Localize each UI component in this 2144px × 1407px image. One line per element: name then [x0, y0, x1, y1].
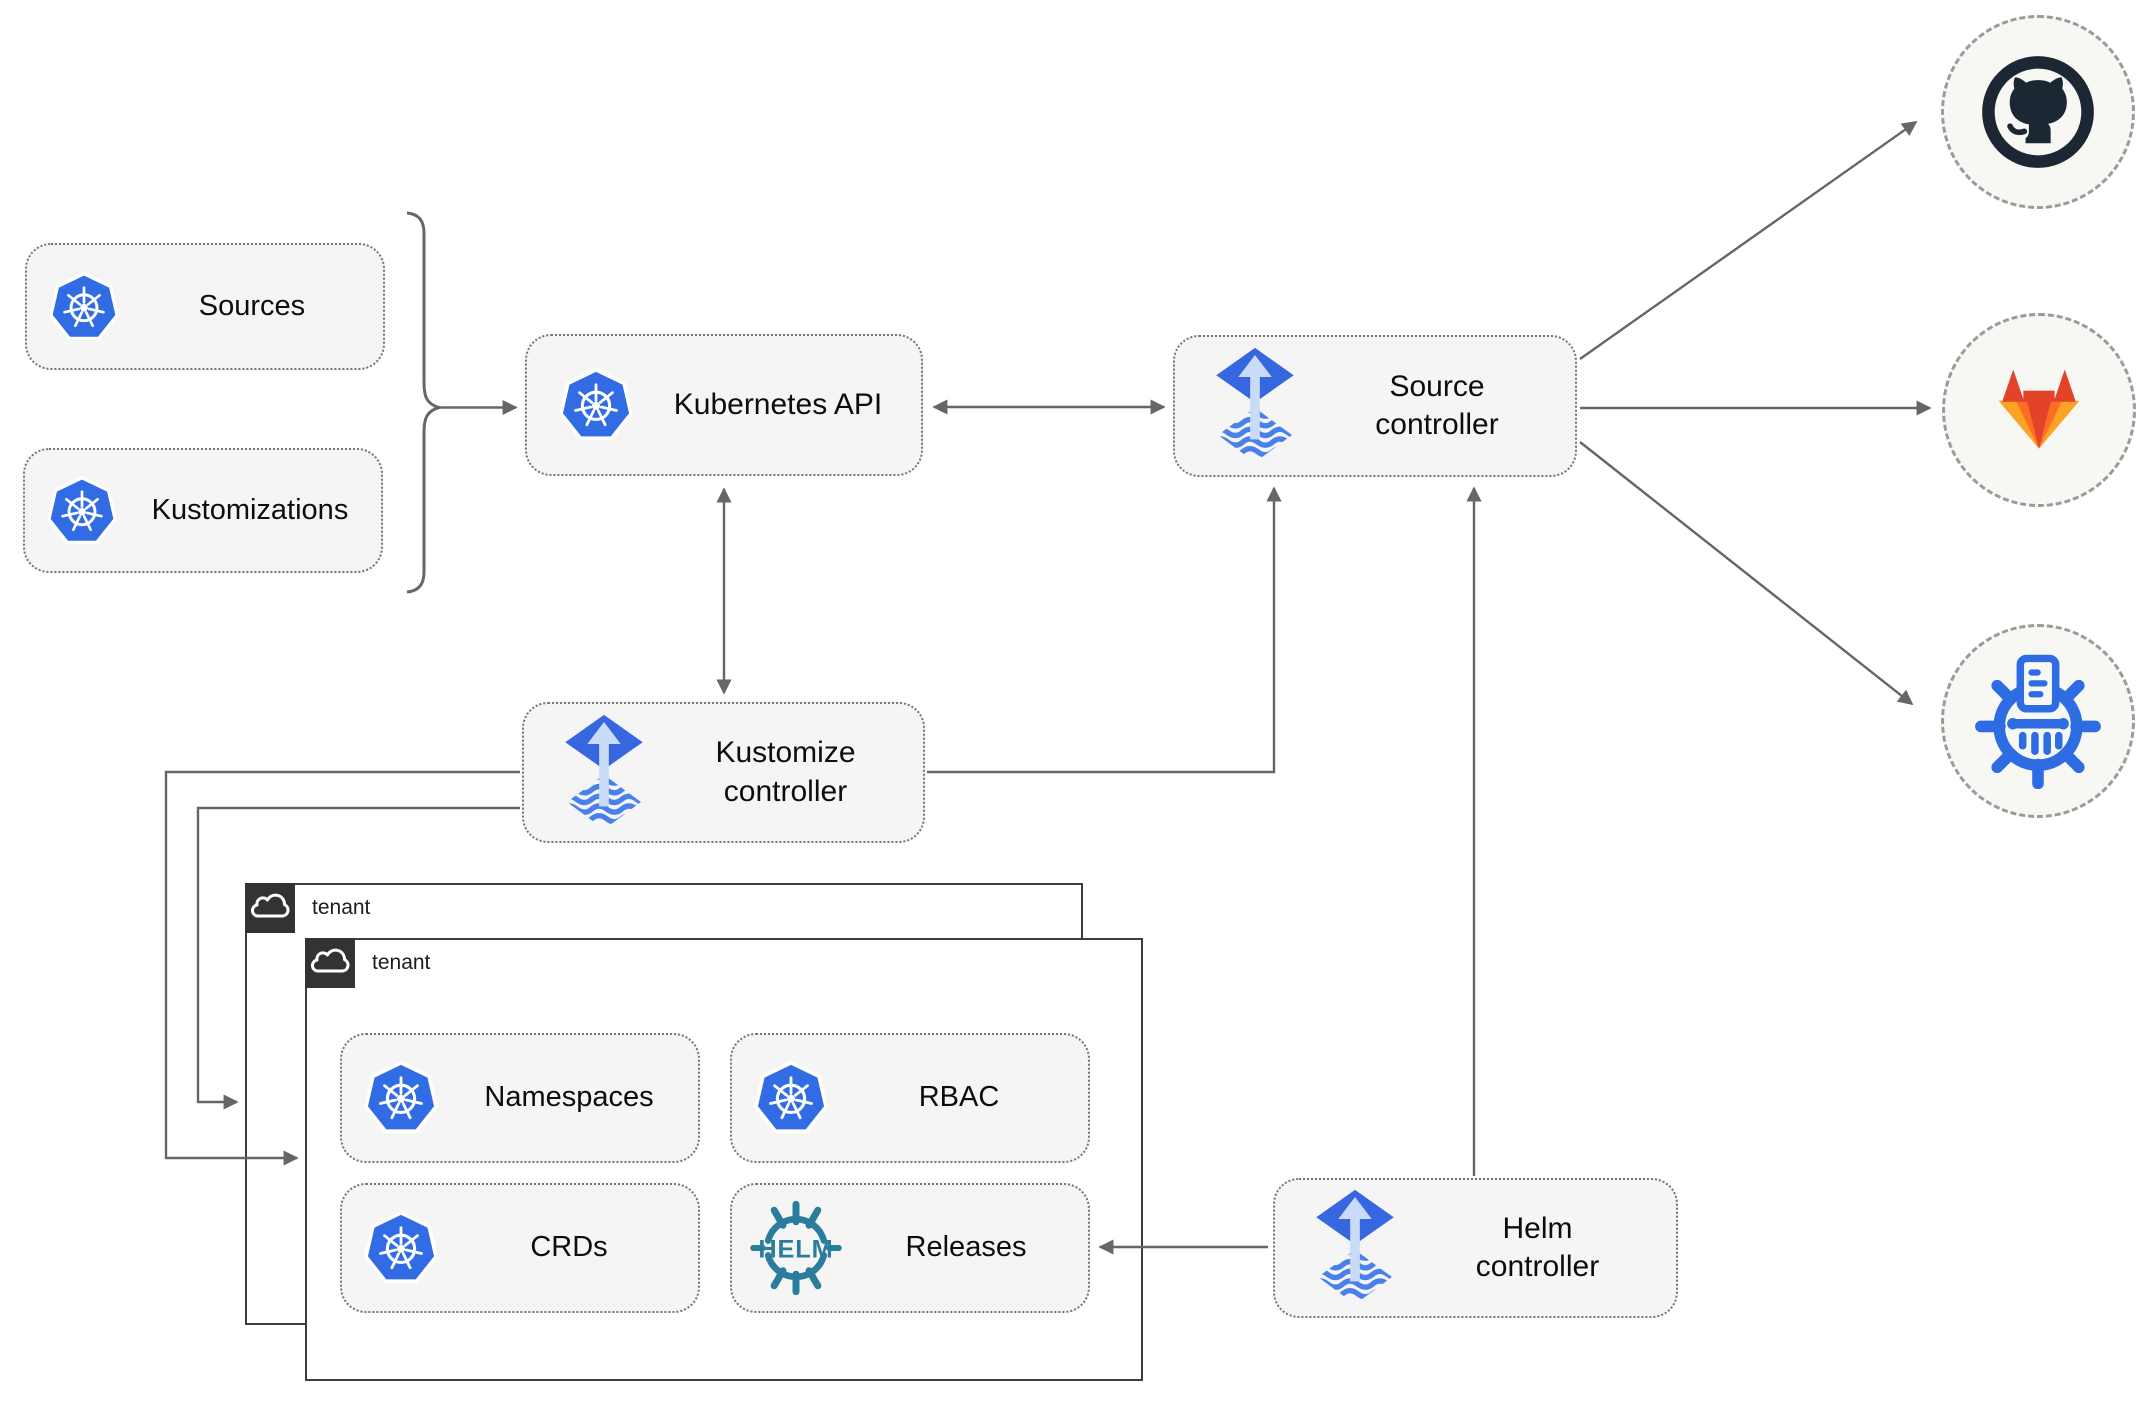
helm-controller-line2: controller: [1475, 1250, 1600, 1283]
helm-logo-text: HELM: [758, 1236, 833, 1264]
chartmuseum-node: [1941, 624, 2135, 818]
source-controller-line2: controller: [1375, 408, 1499, 441]
kubernetes-icon: [559, 368, 633, 440]
flux-icon: [1211, 347, 1299, 465]
github-icon: [1982, 56, 2094, 168]
helm-wheel-icon: HELM: [748, 1200, 844, 1296]
crds-label: CRDs: [530, 1231, 608, 1264]
namespaces-label: Namespaces: [484, 1081, 654, 1114]
node-sources: Sources: [25, 243, 385, 370]
cloud-icon: [250, 893, 290, 918]
kubernetes-icon: [754, 1061, 828, 1133]
kubernetes-api-label: Kubernetes API: [673, 387, 883, 421]
node-source-controller: Source controller: [1173, 335, 1577, 477]
gitlab-node: [1942, 313, 2136, 507]
brace-sources-kustomizations: [406, 211, 445, 594]
source-controller-label: Source controller: [1299, 368, 1575, 445]
node-kubernetes-api: Kubernetes API: [525, 334, 923, 476]
sources-label: Sources: [198, 289, 306, 322]
source-controller-line1: Source: [1389, 369, 1485, 403]
arrow-kustomize-controller-to-source-controller: [927, 486, 1282, 774]
cloud-icon: [310, 948, 350, 973]
tenant-back-label: tenant: [312, 896, 371, 919]
node-rbac: RBAC: [730, 1033, 1090, 1163]
node-releases: HELM Releases: [730, 1183, 1090, 1313]
kubernetes-icon: [364, 1061, 438, 1133]
kustomize-controller-line2: controller: [723, 774, 848, 808]
cloud-icon: [245, 883, 295, 933]
gitlab-icon: [1998, 369, 2080, 449]
node-crds: CRDs: [340, 1183, 700, 1313]
kustomize-controller-label: Kustomize controller: [648, 734, 923, 811]
flux-icon: [560, 714, 648, 832]
node-kustomize-controller: Kustomize controller: [522, 702, 925, 843]
node-namespaces: Namespaces: [340, 1033, 700, 1163]
helm-controller-line1: Helm: [1502, 1211, 1573, 1245]
node-helm-controller: Helm controller: [1273, 1178, 1678, 1318]
rbac-label: RBAC: [918, 1081, 1000, 1114]
kubernetes-icon: [47, 475, 117, 544]
helm-controller-label: Helm controller: [1399, 1210, 1676, 1287]
kubernetes-icon: [364, 1211, 438, 1283]
cloud-icon: [305, 938, 355, 988]
flux-icon: [1311, 1189, 1399, 1307]
arrow-source-controller-to-chartmuseum: [1579, 441, 1914, 706]
github-node: [1941, 15, 2135, 209]
kustomizations-label: Kustomizations: [151, 493, 349, 526]
node-kustomizations: Kustomizations: [23, 448, 383, 573]
kubernetes-icon: [49, 271, 119, 340]
releases-label: Releases: [905, 1231, 1027, 1264]
kustomize-controller-line1: Kustomize: [715, 736, 856, 770]
arrow-source-controller-to-github: [1579, 121, 1918, 360]
tenant-front-label: tenant: [372, 951, 431, 974]
chartmuseum-icon: [1975, 654, 2101, 789]
